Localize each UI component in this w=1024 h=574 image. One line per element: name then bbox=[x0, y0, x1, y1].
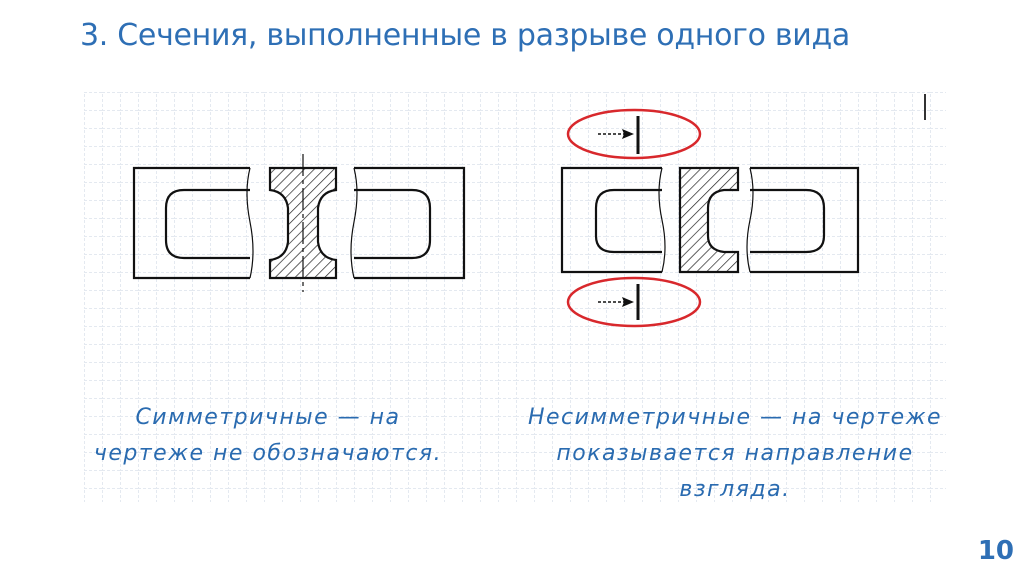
caption-asymmetric-line3: взгляда. bbox=[679, 477, 791, 502]
caption-asymmetric-line2: показывается направление bbox=[556, 441, 914, 466]
view-direction-arrow-icon bbox=[566, 276, 702, 328]
page-number: 10 bbox=[977, 536, 1014, 566]
caption-symmetric: Симметричные — на чертеже не обозначаютс… bbox=[88, 400, 448, 472]
drawing-panel bbox=[84, 92, 946, 502]
highlight-ellipse-top bbox=[566, 108, 702, 160]
caption-symmetric-line2: чертеже не обозначаются. bbox=[93, 441, 443, 466]
symmetric-section-drawing bbox=[132, 154, 466, 292]
view-direction-arrow-icon bbox=[566, 108, 702, 160]
highlight-ellipse-bottom bbox=[566, 276, 702, 328]
slide-title: 3. Сечения, выполненные в разрыве одного… bbox=[80, 18, 850, 53]
caption-asymmetric: Несимметричные — на чертеже показывается… bbox=[520, 400, 950, 508]
asymmetric-section-drawing bbox=[560, 166, 860, 274]
technical-drawing bbox=[84, 92, 946, 502]
grid-background bbox=[84, 92, 946, 502]
caption-symmetric-line1: Симметричные — на bbox=[135, 405, 401, 430]
caption-asymmetric-line1: Несимметричные — на чертеже bbox=[527, 405, 943, 430]
hatched-section-asymmetric bbox=[678, 166, 740, 274]
